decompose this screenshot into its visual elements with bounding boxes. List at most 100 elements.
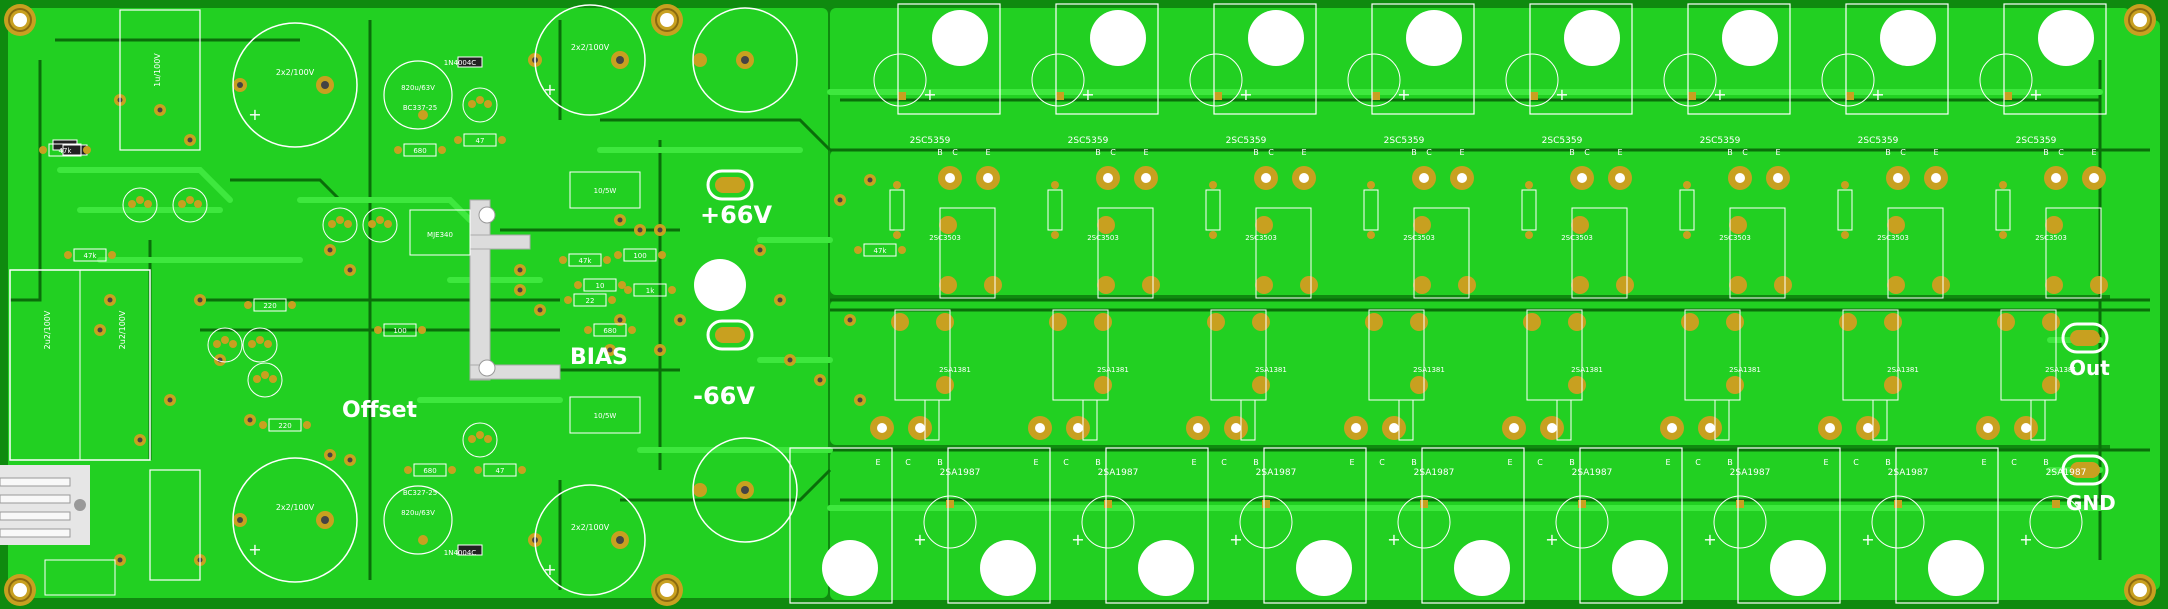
bottom-driver-pad <box>1094 313 1112 331</box>
top-driver-pad <box>1774 276 1792 294</box>
resistor-outline <box>383 323 417 337</box>
top-driver-pad <box>2045 216 2063 234</box>
diode-body <box>457 544 483 556</box>
mounting-hole-ring <box>2128 8 2152 32</box>
top-driver-pad <box>1571 276 1589 294</box>
via-hole <box>757 247 763 253</box>
bc-transistor-label: BC327-25 <box>403 489 437 497</box>
pin-e-label: E <box>1775 148 1780 157</box>
center-mounting-hole <box>694 259 746 311</box>
emitter-resistor <box>1837 189 1853 231</box>
pad-layer <box>4 4 2156 606</box>
top-capacitor-plus: + <box>1239 85 1252 104</box>
mounting-hole <box>13 583 27 597</box>
pin-b-label: B <box>1569 148 1575 157</box>
resistor-pad <box>303 421 311 429</box>
power-resistor-outline <box>569 171 641 209</box>
via-hole <box>167 397 173 403</box>
bottom-transistor-pad-hole <box>1193 423 1203 433</box>
terminal-outline <box>2061 322 2109 354</box>
top-capacitor-pad <box>1056 92 1064 100</box>
bottom-transistor-outline <box>789 447 893 604</box>
small-transistor-outline <box>462 87 498 123</box>
bottom-transistor-outline <box>1421 447 1525 604</box>
capacitor-pad <box>693 483 707 497</box>
top-driver-outline <box>1729 207 1786 299</box>
top-transistor-part: 2SC5359 <box>910 136 951 146</box>
via-hole <box>517 287 523 293</box>
top-capacitor-outline <box>1189 53 1243 107</box>
small-transistor-pad <box>484 435 492 443</box>
bottom-driver-part: 2SA1381 <box>1887 366 1919 374</box>
resistor-pad <box>518 466 526 474</box>
bottom-driver-pad <box>936 313 954 331</box>
resistor-pad <box>628 326 636 334</box>
bottom-capacitor-pad <box>1104 500 1112 508</box>
resistor-outline <box>623 248 657 262</box>
top-driver-outline <box>2045 207 2102 299</box>
small-transistor-pad <box>256 336 264 344</box>
emitter-resistor <box>1082 399 1098 441</box>
top-driver-pad <box>1142 276 1160 294</box>
via-hole <box>197 297 203 303</box>
resistor-pad <box>418 326 426 334</box>
pin-c-label: C <box>1221 458 1227 467</box>
resistor-pad <box>603 256 611 264</box>
small-transistor-pad <box>476 96 484 104</box>
diode-body <box>457 56 483 68</box>
resistor-outline <box>863 243 897 257</box>
bottom-transistor-outline <box>1737 447 1841 604</box>
top-transistor-pad-hole <box>1141 173 1151 183</box>
bottom-transistor-pad-hole <box>1351 423 1361 433</box>
bottom-transistor-hole <box>980 540 1036 596</box>
small-transistor-pad <box>468 435 476 443</box>
film-capacitor-label: 2u2/100V <box>118 310 127 349</box>
film-capacitor-outline <box>149 469 201 581</box>
top-driver-pad <box>1413 276 1431 294</box>
bias-heatsink-screw <box>478 359 496 377</box>
resistor-outline <box>633 283 667 297</box>
diode-label: 1N4004C <box>444 549 477 557</box>
bottom-capacitor-pad <box>1578 500 1586 508</box>
resistor-pad <box>574 281 582 289</box>
resistor-pad <box>893 181 901 189</box>
top-driver-pad <box>1097 216 1115 234</box>
emitter-resistor <box>2030 399 2046 441</box>
bottom-driver-pad <box>2042 313 2060 331</box>
small-transistor-outline <box>207 327 243 363</box>
pin-e-label: E <box>2091 148 2096 157</box>
capacitor-outline <box>232 457 358 583</box>
resistor-pad <box>404 466 412 474</box>
top-driver-pad <box>1255 276 1273 294</box>
pin-b-label: B <box>2043 458 2049 467</box>
resistor-pad <box>64 251 72 259</box>
bottom-driver-outline <box>2000 309 2057 401</box>
mounting-hole-ring <box>655 8 679 32</box>
bottom-driver-outline <box>1842 309 1899 401</box>
top-driver-part: 2SC3503 <box>1719 234 1751 242</box>
top-capacitor-plus: + <box>1081 85 1094 104</box>
bottom-driver-pad <box>1252 313 1270 331</box>
bottom-transistor-pad-hole <box>1073 423 1083 433</box>
bottom-transistor-pad-hole <box>1509 423 1519 433</box>
pin-e-label: E <box>1933 148 1938 157</box>
via-hole <box>137 437 143 443</box>
top-transistor-part: 2SC5359 <box>1068 136 1109 146</box>
top-capacitor-outline <box>1663 53 1717 107</box>
top-driver-pad <box>1300 276 1318 294</box>
capacitor-label: 2x2/100V <box>276 503 315 512</box>
via-hole <box>607 347 613 353</box>
pin-b-label: B <box>1253 458 1259 467</box>
pin-e-label: E <box>1617 148 1622 157</box>
bottom-transistor-part: 2SA1987 <box>1730 468 1771 478</box>
bottom-driver-pad <box>1049 313 1067 331</box>
bottom-capacitor-plus: + <box>1387 530 1400 549</box>
top-transistor-outline <box>1371 3 1475 115</box>
emitter-resistor <box>1521 189 1537 231</box>
top-capacitor-pad <box>1530 92 1538 100</box>
bottom-transistor-part: 2SA1987 <box>2046 468 2087 478</box>
small-capacitor-pad <box>418 535 428 545</box>
small-capacitor-label: 820u/63V <box>401 84 435 92</box>
pin-e-label: E <box>1191 458 1196 467</box>
top-transistor-hole <box>2038 10 2094 66</box>
